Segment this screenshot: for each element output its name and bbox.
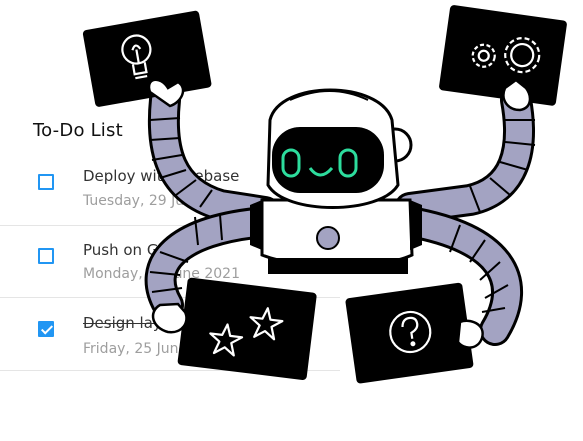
gears-icon (471, 36, 541, 74)
gears-card (439, 5, 567, 106)
robot-eye-right (338, 148, 358, 178)
todo-list-title: To-Do List (33, 120, 123, 141)
stars-icon (209, 307, 284, 357)
stars-card (177, 277, 317, 381)
robot-eye-left (281, 148, 301, 178)
robot-head (266, 88, 413, 209)
task-checkbox[interactable] (38, 248, 54, 264)
task-checkbox[interactable] (38, 174, 54, 190)
question-icon (389, 310, 432, 354)
robot-mouth (308, 166, 334, 177)
arm-segments (149, 117, 536, 313)
robot-body (250, 198, 422, 274)
lightbulb-card (82, 10, 212, 107)
question-card (345, 282, 474, 384)
lightbulb-icon (121, 34, 152, 80)
task-checkbox-checked[interactable] (38, 321, 54, 337)
